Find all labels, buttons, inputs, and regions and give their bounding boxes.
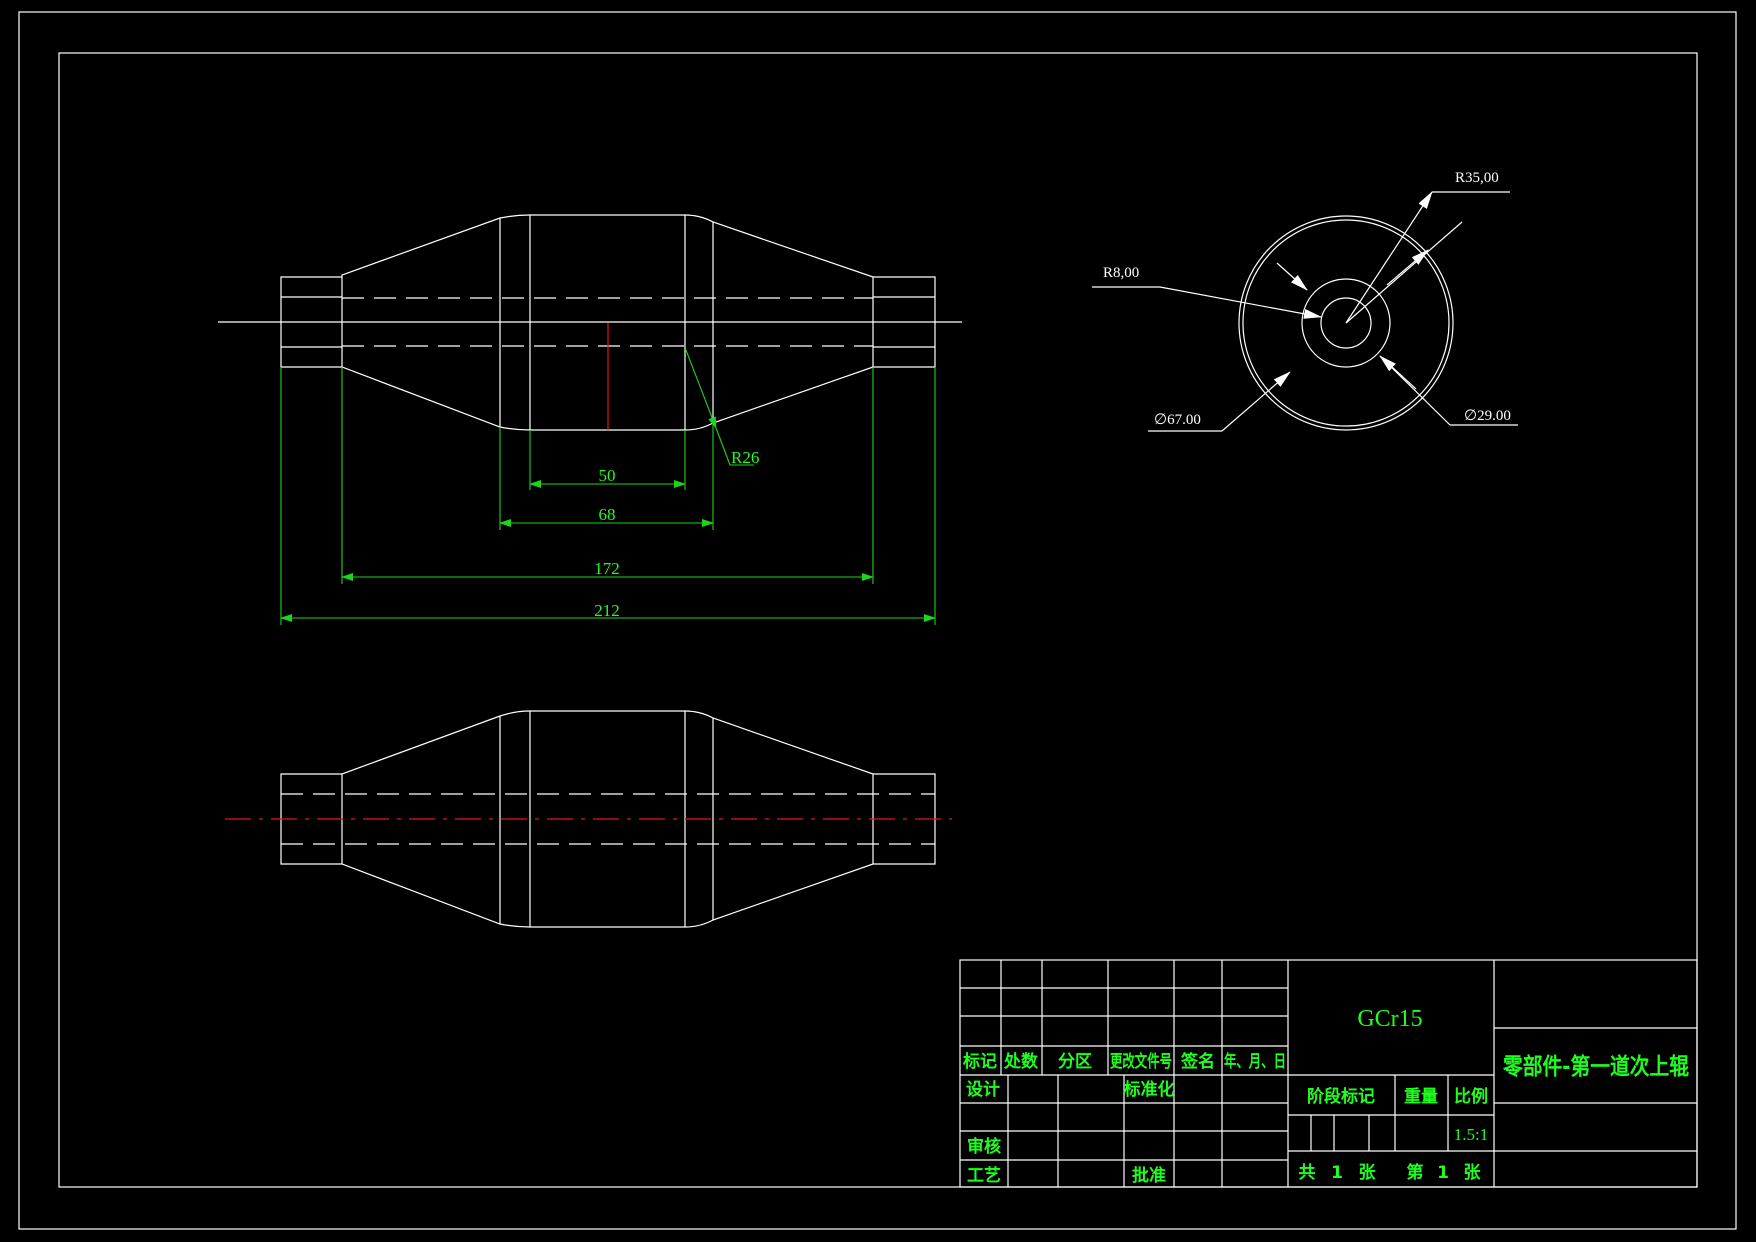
tb-role-approve: 批准 <box>1132 1165 1166 1186</box>
tb-material: GCr15 <box>1357 1006 1422 1032</box>
dim-text-r26: R26 <box>731 448 759 467</box>
outer-frame <box>18 11 1737 1230</box>
tb-header-change-doc: 更改文件号 <box>1110 1051 1172 1072</box>
outer-circle <box>1238 215 1454 431</box>
label-r8: R8,00 <box>1103 265 1139 281</box>
tb-sheets-current-prefix: 第 <box>1407 1162 1424 1183</box>
bore-circle-outer <box>1301 278 1391 368</box>
title-block: 标记 处数 分区 更改文件号 签名 年、月、日 设计 标准化 审核 工艺 批准 … <box>959 959 1698 1188</box>
label-dia29: ∅29.00 <box>1464 408 1511 424</box>
tb-header-mark: 标记 <box>963 1051 997 1072</box>
dim-text-50: 50 <box>599 466 616 485</box>
tb-header-count: 处数 <box>1003 1051 1039 1072</box>
tb-role-standardization: 标准化 <box>1124 1079 1175 1100</box>
side-view: R35,00 R8,00 ∅67.00 ∅29.00 <box>1092 170 1518 432</box>
bottom-view-outline <box>280 710 936 928</box>
dim-text-172: 172 <box>594 559 620 578</box>
dim-text-68: 68 <box>599 505 616 524</box>
bottom-view <box>225 710 952 928</box>
tb-stage-mark: 阶段标记 <box>1307 1086 1375 1107</box>
inner-frame <box>58 52 1698 1188</box>
tb-header-sign: 签名 <box>1180 1051 1215 1072</box>
tb-sheets-unit: 张 <box>1359 1163 1377 1183</box>
label-r35: R35,00 <box>1455 170 1499 186</box>
tb-scale-value: 1.5:1 <box>1454 1125 1488 1144</box>
dim-text-212: 212 <box>594 601 620 620</box>
tb-role-review: 审核 <box>967 1136 1001 1157</box>
tb-sheets-current: 1 <box>1437 1163 1449 1183</box>
tb-role-process: 工艺 <box>967 1165 1001 1186</box>
tb-sheets-total-prefix: 共 <box>1299 1163 1316 1183</box>
tb-header-zone: 分区 <box>1058 1052 1092 1072</box>
label-dia67: ∅67.00 <box>1154 412 1201 428</box>
tb-scale-label: 比例 <box>1454 1086 1488 1107</box>
bore-circle-inner <box>1320 297 1372 349</box>
front-view: 50 68 172 212 R26 <box>218 214 962 625</box>
tb-weight: 重量 <box>1404 1086 1438 1107</box>
tb-role-design: 设计 <box>966 1079 1000 1100</box>
tb-sheets-unit2: 张 <box>1464 1163 1482 1183</box>
tb-sheets-total: 1 <box>1331 1163 1343 1183</box>
tb-header-date: 年、月、日 <box>1224 1051 1286 1072</box>
tb-part-name: 零部件-第一道次上辊 <box>1502 1053 1689 1080</box>
